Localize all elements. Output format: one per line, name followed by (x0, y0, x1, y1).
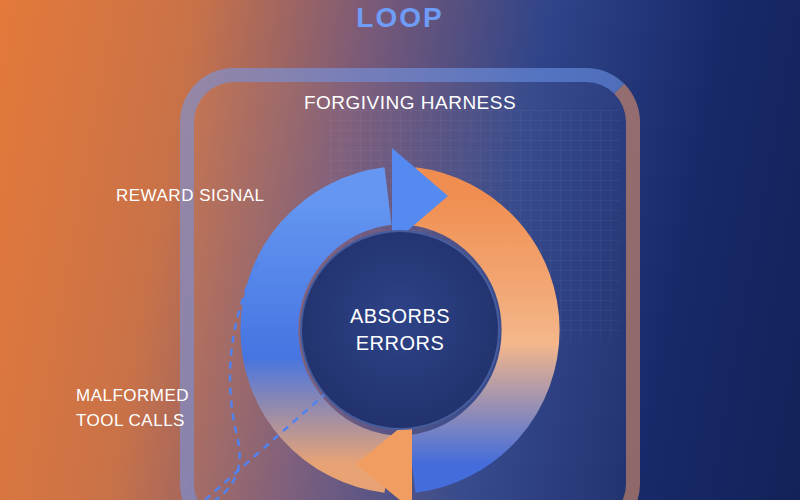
frame-heading: FORGIVING HARNESS (194, 90, 626, 116)
center-label: ABSORBS ERRORS (325, 303, 475, 357)
signal-label: REWARD SIGNAL (116, 184, 265, 209)
harness-frame: FORGIVING HARNESS ABSORBS ERRORS (180, 68, 640, 500)
diagram-title: LOOP (0, 2, 800, 34)
loop-center: ABSORBS ERRORS (300, 230, 500, 430)
input-label: MALFORMED TOOL CALLS (76, 384, 226, 433)
